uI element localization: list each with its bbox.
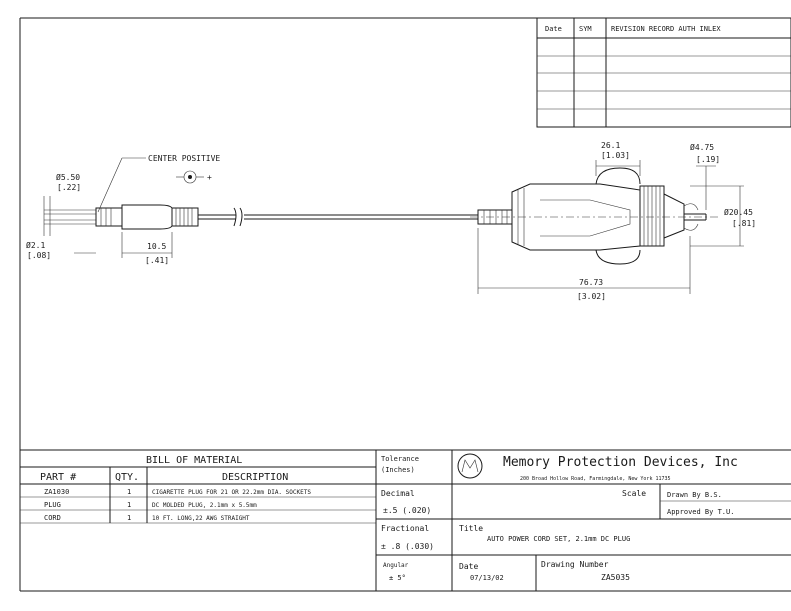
drawn-by: Drawn By B.S. bbox=[667, 491, 722, 499]
fractional-label: Fractional bbox=[381, 524, 429, 533]
bom-col-qty: QTY. bbox=[115, 472, 139, 483]
date-value: 07/13/02 bbox=[470, 574, 504, 582]
decimal-label: Decimal bbox=[381, 489, 415, 498]
company-address: 200 Broad Hollow Road, Farmingdale, New … bbox=[520, 476, 671, 482]
dim-d550-in: [.22] bbox=[57, 183, 81, 192]
dim-len7673-in: [3.02] bbox=[577, 292, 606, 301]
angular-label: Angular bbox=[383, 562, 409, 569]
tolerance-block: Tolerance (Inches) Decimal ±.5 (.020) Fr… bbox=[376, 450, 791, 591]
decimal-value: ±.5 (.020) bbox=[383, 506, 431, 515]
dim-d2045-in: [.81] bbox=[732, 219, 756, 228]
bom-desc: CIGARETTE PLUG FOR 21 OR 22.2mm DIA. SOC… bbox=[152, 489, 311, 496]
bom-col-part: PART # bbox=[40, 472, 76, 483]
company-name: Memory Protection Devices, Inc bbox=[503, 455, 738, 470]
company-logo bbox=[457, 453, 483, 479]
tolerance-units: (Inches) bbox=[381, 466, 415, 474]
bom-qty: 1 bbox=[127, 488, 131, 496]
bom-desc: DC MOLDED PLUG, 2.1mm x 5.5mm bbox=[152, 502, 257, 509]
bom-part: CORD bbox=[44, 514, 61, 522]
angular-value: ± 5° bbox=[389, 574, 406, 582]
dim-len7673-mm: 76.73 bbox=[579, 278, 603, 287]
tolerance-header: Tolerance bbox=[381, 455, 419, 463]
bom-row: ZA1030 1 CIGARETTE PLUG FOR 21 OR 22.2mm… bbox=[44, 488, 311, 496]
bom-row: CORD 1 10 FT. LONG,22 AWG STRAIGHT bbox=[44, 514, 250, 522]
bom-title: BILL OF MATERIAL bbox=[146, 455, 242, 466]
revision-sym-header: SYM bbox=[579, 25, 592, 33]
bom-desc: 10 FT. LONG,22 AWG STRAIGHT bbox=[152, 515, 250, 522]
dim-d21-in: [.08] bbox=[27, 251, 51, 260]
title-block: Memory Protection Devices, Inc 200 Broad… bbox=[452, 453, 791, 591]
date-label: Date bbox=[459, 562, 478, 571]
dim-len105-mm: 10.5 bbox=[147, 242, 166, 251]
bom-qty: 1 bbox=[127, 514, 131, 522]
title-value: AUTO POWER CORD SET, 2.1mm DC PLUG bbox=[487, 535, 630, 543]
bom-part: ZA1030 bbox=[44, 488, 69, 496]
cigarette-plug-assembly: 26.1 [1.03] Ø4.75 [.19] Ø20.45 [.81] 76.… bbox=[470, 141, 756, 301]
dim-len105-in: [.41] bbox=[145, 256, 169, 265]
dim-d550-mm: Ø5.50 bbox=[56, 172, 80, 182]
power-cord bbox=[244, 214, 478, 220]
dim-d475-mm: Ø4.75 bbox=[690, 142, 714, 152]
dc-plug-assembly: CENTER POSITIVE + Ø5.50 [.22] Ø2.1 [.08]… bbox=[26, 154, 243, 265]
bom-row: PLUG 1 DC MOLDED PLUG, 2.1mm x 5.5mm bbox=[44, 501, 257, 509]
dim-d26-in: [1.03] bbox=[601, 151, 630, 160]
title-label: Title bbox=[459, 524, 483, 533]
dim-d2045-mm: Ø20.45 bbox=[724, 207, 753, 217]
bom-part: PLUG bbox=[44, 501, 61, 509]
dim-d26-mm: 26.1 bbox=[601, 141, 620, 150]
center-positive-label: CENTER POSITIVE bbox=[148, 154, 220, 163]
bill-of-material: BILL OF MATERIAL PART # QTY. DESCRIPTION… bbox=[20, 449, 791, 591]
revision-table: Date SYM REVISION RECORD AUTH INLEX bbox=[536, 17, 791, 128]
bom-qty: 1 bbox=[127, 501, 131, 509]
drawing-number-value: ZA5035 bbox=[601, 573, 630, 582]
dim-d475-in: [.19] bbox=[696, 155, 720, 164]
plus-sign: + bbox=[207, 173, 212, 182]
bom-col-desc: DESCRIPTION bbox=[222, 472, 288, 483]
fractional-value: ± .8 (.030) bbox=[381, 542, 434, 551]
drawing-number-label: Drawing Number bbox=[541, 560, 609, 569]
scale-label: Scale bbox=[622, 489, 646, 498]
center-positive-dot bbox=[188, 175, 192, 179]
revision-date-header: Date bbox=[545, 25, 562, 33]
dim-d21-mm: Ø2.1 bbox=[26, 240, 45, 250]
revision-record-header: REVISION RECORD AUTH INLEX bbox=[611, 25, 721, 33]
approved-by: Approved By T.U. bbox=[667, 508, 734, 516]
